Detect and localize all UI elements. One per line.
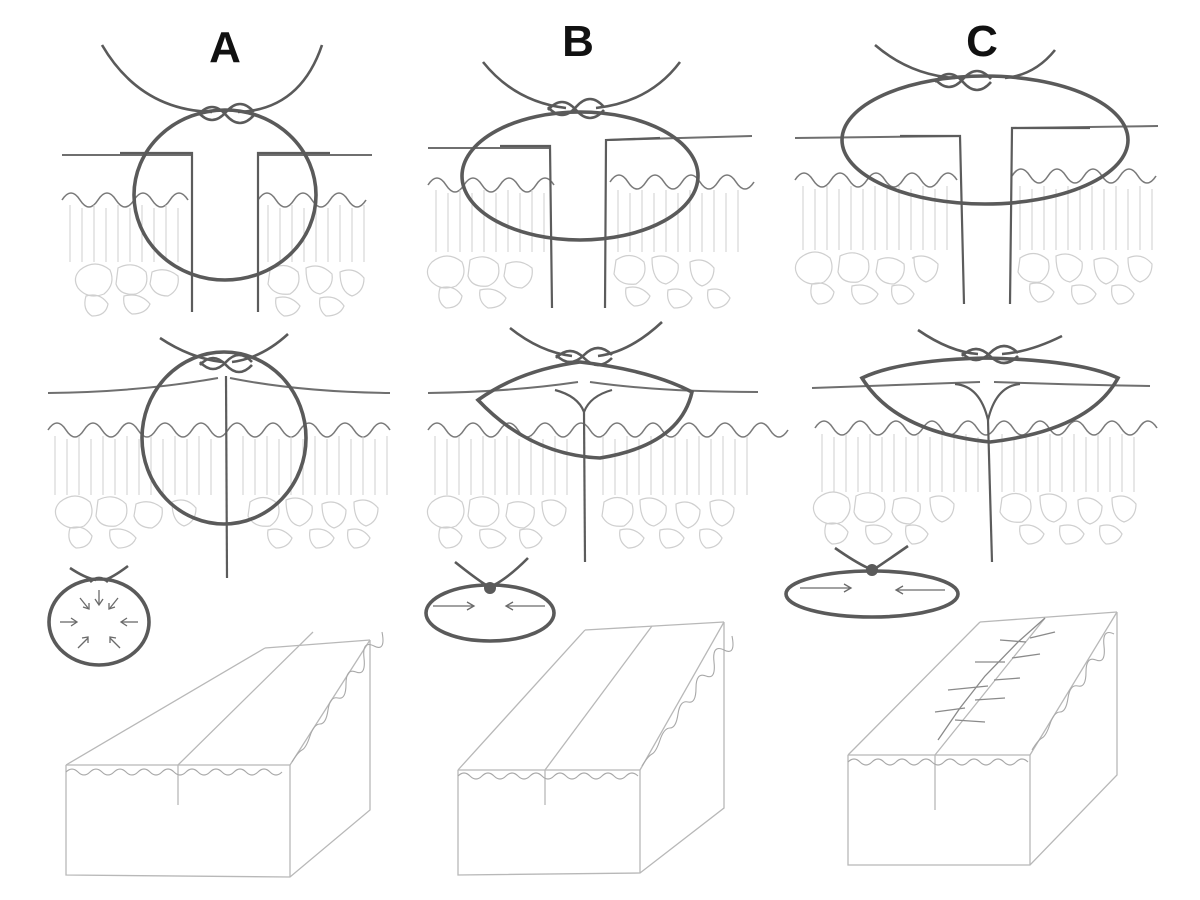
column-label-c: C [966, 17, 998, 66]
knot-c [866, 564, 878, 576]
panel-a-closed-wound [47, 333, 391, 579]
panel-c-open-wound [794, 44, 1159, 305]
loop-diagram-a [47, 564, 151, 667]
tissue-block-a [65, 631, 384, 878]
loop-diagram-b [424, 557, 556, 643]
panel-a-open-wound [61, 44, 372, 317]
column-label-a: A [209, 23, 241, 72]
tissue-block-b [457, 621, 734, 876]
panel-b-closed-wound [426, 321, 789, 563]
tissue-block-c [847, 611, 1118, 866]
loop-diagram-c [784, 544, 960, 619]
column-label-b: B [562, 17, 594, 66]
panel-c-closed-wound [811, 328, 1158, 563]
dehiscence-cracks [934, 617, 1056, 741]
panel-b-open-wound [426, 61, 755, 309]
knot-b [484, 582, 496, 594]
